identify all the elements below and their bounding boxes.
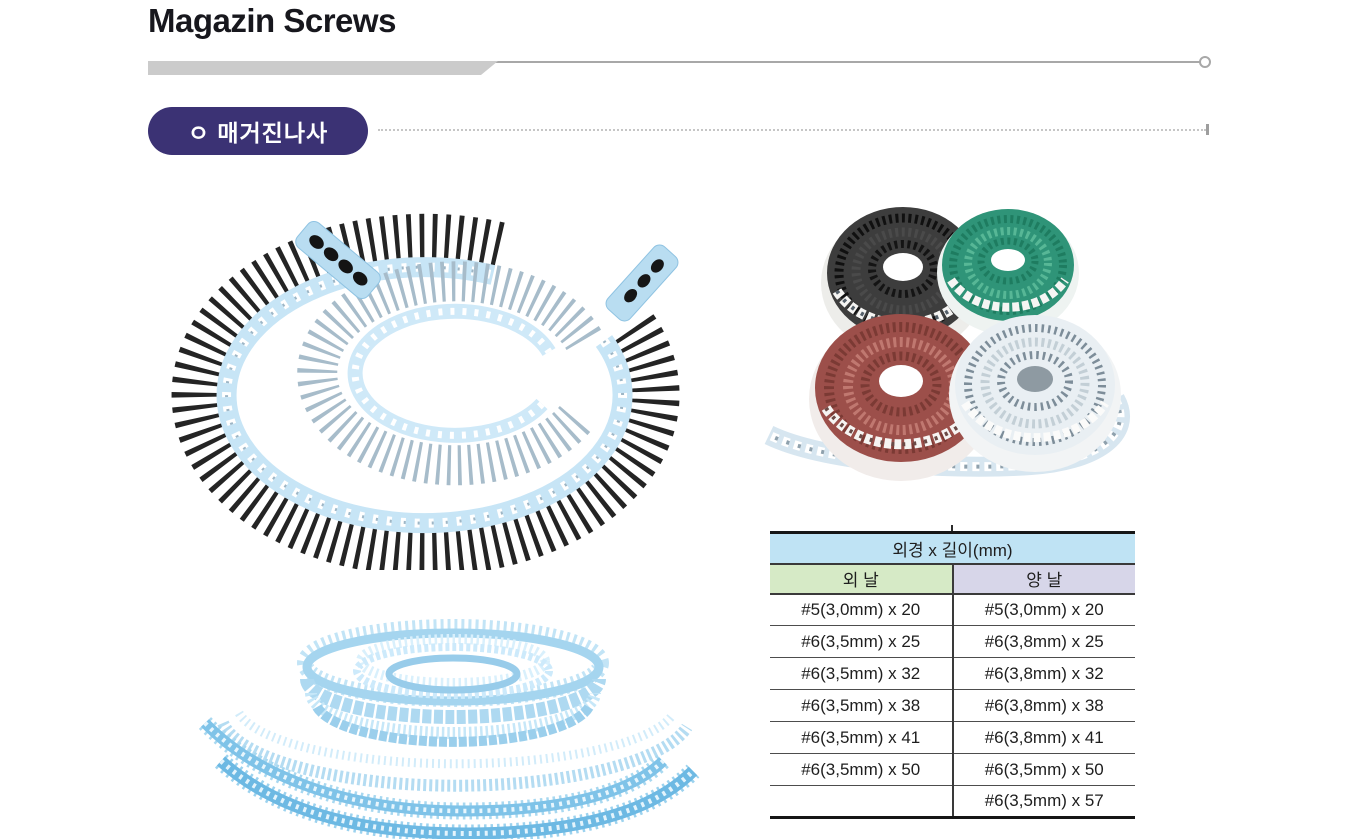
white-screw-coil: [949, 315, 1121, 472]
table-row: #6(3,5mm) x 50 #6(3,5mm) x 50: [770, 753, 1135, 786]
strip-end-tab-left: [295, 220, 381, 300]
spec-cell: #5(3,0mm) x 20: [770, 593, 953, 626]
header-rule-bar: [148, 61, 498, 75]
spiral-screw-strip-image: [171, 213, 680, 570]
spec-cell: #6(3,5mm) x 38: [770, 689, 953, 722]
table-top-tick: [951, 525, 953, 532]
spec-cell: #6(3,8mm) x 32: [951, 657, 1135, 690]
strip-end-tab-right: [605, 244, 679, 322]
section-badge-label: ㅇ 매거진나사: [187, 120, 329, 146]
spec-cell: #6(3,5mm) x 50: [770, 753, 953, 786]
spec-cell-empty: [770, 785, 953, 818]
table-row: #5(3,0mm) x 20 #5(3,0mm) x 20: [770, 593, 1135, 626]
screw-coils-image: [764, 207, 1130, 481]
spec-cell: #6(3,8mm) x 41: [951, 721, 1135, 754]
table-row: #6(3,5mm) x 38 #6(3,8mm) x 38: [770, 689, 1135, 722]
section-badge: ㅇ 매거진나사: [148, 107, 368, 155]
spec-cell: #6(3,5mm) x 25: [770, 625, 953, 658]
strip-roll: [297, 619, 609, 747]
table-row: #6(3,5mm) x 41 #6(3,8mm) x 41: [770, 721, 1135, 754]
spec-cell: #6(3,8mm) x 25: [951, 625, 1135, 658]
section-dotted-rule-end-tick: [1206, 124, 1209, 135]
spec-cell: #6(3,5mm) x 32: [770, 657, 953, 690]
column-header-single-blade: 외 날: [770, 563, 953, 595]
table-title-row: 외경 x 길이(mm): [770, 532, 1135, 565]
table-row: #6(3,5mm) x 25 #6(3,8mm) x 25: [770, 625, 1135, 658]
table-title: 외경 x 길이(mm): [770, 532, 1135, 565]
loose-strip-1: [198, 717, 670, 820]
header-rule-end-circle: [1199, 56, 1211, 68]
column-header-double-blade: 양 날: [951, 563, 1135, 595]
page-title: Magazin Screws: [148, 2, 396, 39]
spec-cell: #6(3,5mm) x 57: [951, 785, 1135, 818]
plastic-strip-photo: [195, 575, 715, 839]
section-dotted-rule: [378, 129, 1206, 131]
screw-coils-photo: [763, 203, 1143, 483]
spiral-screw-strip-photo: [160, 205, 705, 570]
red-screw-coil: [809, 314, 993, 481]
header-rule-line: [148, 61, 1201, 63]
spec-cell: #6(3,5mm) x 50: [951, 753, 1135, 786]
green-screw-coil: [937, 209, 1079, 335]
table-row: #6(3,5mm) x 57: [770, 785, 1135, 818]
table-header-row: 외 날 양 날: [770, 563, 1135, 595]
table-row: #6(3,5mm) x 32 #6(3,8mm) x 32: [770, 657, 1135, 690]
spec-table-section: 외경 x 길이(mm) 외 날 양 날 #5(3,0mm) x 20 #5(3,…: [770, 531, 1135, 819]
spec-cell: #5(3,0mm) x 20: [951, 593, 1135, 626]
spec-table: 외경 x 길이(mm) 외 날 양 날 #5(3,0mm) x 20 #5(3,…: [770, 531, 1135, 819]
spec-cell: #6(3,5mm) x 41: [770, 721, 953, 754]
loose-strip-2: [214, 754, 700, 839]
spec-cell: #6(3,8mm) x 38: [951, 689, 1135, 722]
plastic-strip-image: [198, 619, 700, 839]
